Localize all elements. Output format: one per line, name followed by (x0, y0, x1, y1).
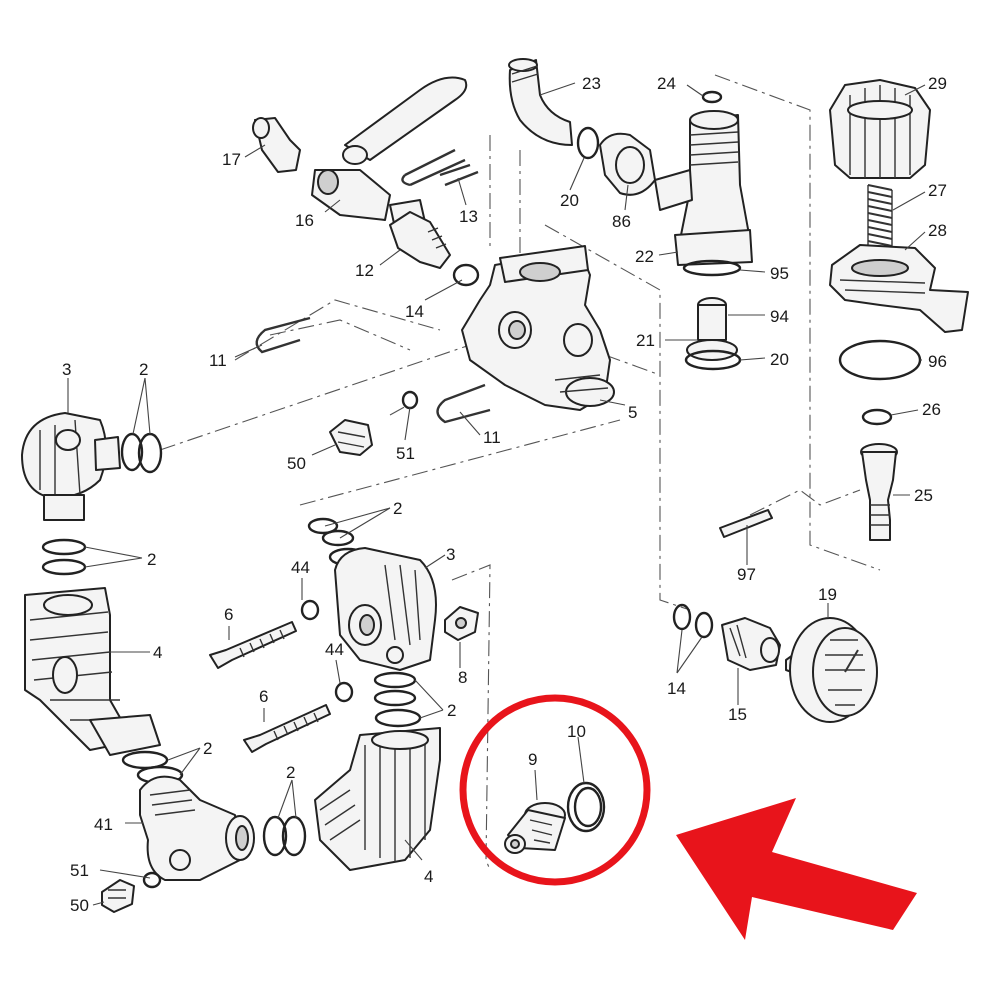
spring-27 (867, 184, 893, 247)
callout-10: 10 (567, 722, 586, 741)
body-22 (654, 110, 753, 277)
callout-14-top: 14 (405, 302, 424, 321)
tap-16-17 (252, 76, 468, 229)
callout-50-bottom: 50 (70, 896, 89, 915)
washers-44 (300, 599, 354, 703)
callout-22: 22 (635, 247, 654, 266)
callout-51-center: 51 (396, 444, 415, 463)
callout-29: 29 (928, 74, 947, 93)
callout-12: 12 (355, 261, 374, 280)
center-manifold-head (307, 517, 437, 671)
callout-20-upper: 20 (560, 191, 579, 210)
callout-44-upper: 44 (291, 558, 310, 577)
callout-2-top-left: 2 (139, 360, 148, 379)
drain-plug-50-bottom (101, 871, 162, 913)
callout-95: 95 (770, 264, 789, 283)
fitting-15 (721, 617, 781, 671)
fitting-50-center (329, 419, 373, 456)
left-pump-body (24, 587, 161, 756)
callout-21: 21 (636, 331, 655, 350)
nipple-12 (389, 211, 451, 269)
callout-51-bottom: 51 (70, 861, 89, 880)
callout-2-center: 2 (447, 701, 456, 720)
cap-9 (504, 802, 566, 854)
ring-51-center (401, 390, 419, 410)
nut-8 (444, 606, 479, 641)
callout-96: 96 (928, 352, 947, 371)
callout-28: 28 (928, 221, 947, 240)
callout-labels: 3 2 2 4 2 41 51 50 2 4 2 8 6 6 44 44 3 2… (62, 74, 947, 915)
seat-21 (684, 297, 742, 371)
pressure-gauge-19 (785, 617, 878, 723)
callout-44-lower: 44 (325, 640, 344, 659)
callout-3-center: 3 (446, 545, 455, 564)
o-rings-bottom-center (262, 815, 307, 857)
callout-20-lower: 20 (770, 350, 789, 369)
callout-19: 19 (818, 585, 837, 604)
leader-lines (67, 82, 926, 906)
callout-4-left: 4 (153, 643, 162, 662)
washer-14-top (452, 263, 480, 287)
nut-86 (599, 132, 656, 196)
callout-15: 15 (728, 705, 747, 724)
callout-24: 24 (657, 74, 676, 93)
callout-26: 26 (922, 400, 941, 419)
o-rings-center-stack (373, 671, 422, 728)
callout-6-upper: 6 (224, 605, 233, 624)
o-rings-top-left (120, 432, 163, 474)
callout-97: 97 (737, 565, 756, 584)
callout-94: 94 (770, 307, 789, 326)
callout-3-left: 3 (62, 360, 71, 379)
callout-5: 5 (628, 403, 637, 422)
u-clip-11-lower (436, 383, 491, 424)
bolts-6 (209, 621, 331, 753)
gasket-20-upper (576, 126, 600, 160)
callout-8: 8 (458, 668, 467, 687)
u-clip-13 (401, 148, 479, 187)
callout-16: 16 (295, 211, 314, 230)
left-manifold-head (21, 412, 121, 521)
lever-28 (829, 244, 969, 333)
callout-86: 86 (612, 212, 631, 231)
callout-2-left: 2 (147, 550, 156, 569)
ring-24 (701, 90, 723, 104)
valve-stem-25 (860, 443, 898, 541)
callout-4-bottom: 4 (424, 867, 433, 886)
u-clip-11-upper (255, 316, 311, 354)
o-ring-10 (566, 781, 606, 833)
knob-29 (829, 79, 931, 179)
valve-body-5 (461, 245, 615, 411)
highlight-circle (459, 694, 651, 886)
callout-2-lower-left: 2 (203, 739, 212, 758)
callout-11-upper: 11 (209, 351, 227, 370)
callout-11-lower: 11 (483, 428, 501, 447)
o-ring-26 (861, 408, 893, 426)
callout-13: 13 (459, 207, 478, 226)
callout-14-right: 14 (667, 679, 686, 698)
callout-25: 25 (914, 486, 933, 505)
callout-50-center: 50 (287, 454, 306, 473)
o-rings-left-column (41, 538, 87, 576)
washers-14-right (672, 603, 714, 639)
callout-17: 17 (222, 150, 241, 169)
callout-2-bottom: 2 (286, 763, 295, 782)
pin-97 (719, 509, 773, 538)
center-pump-body (314, 727, 441, 871)
callout-9: 9 (528, 750, 537, 769)
o-ring-96 (838, 339, 922, 381)
callout-27: 27 (928, 181, 947, 200)
callout-6-lower: 6 (259, 687, 268, 706)
callout-2-center-top: 2 (393, 499, 402, 518)
callout-41: 41 (94, 815, 113, 834)
callout-23: 23 (582, 74, 601, 93)
elbow-41 (139, 775, 255, 881)
elbow-23 (508, 58, 573, 146)
red-arrow-icon (676, 798, 917, 940)
assembly-dash-lines (159, 74, 881, 871)
